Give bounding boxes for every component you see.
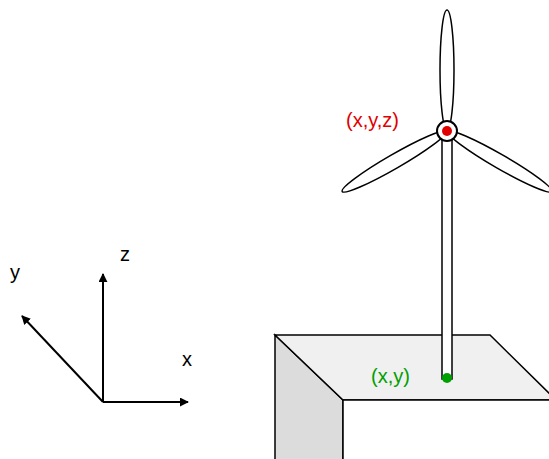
axes [22, 274, 188, 402]
axis-label: z [120, 244, 130, 264]
axis-label: x [182, 349, 192, 369]
base-point [442, 373, 452, 383]
wind-turbine [339, 10, 549, 379]
axis-label: y [10, 262, 20, 282]
building [275, 335, 549, 459]
hub-coordinate: (x,y,z) [346, 110, 399, 130]
base-coordinate: (x,y) [371, 366, 410, 386]
